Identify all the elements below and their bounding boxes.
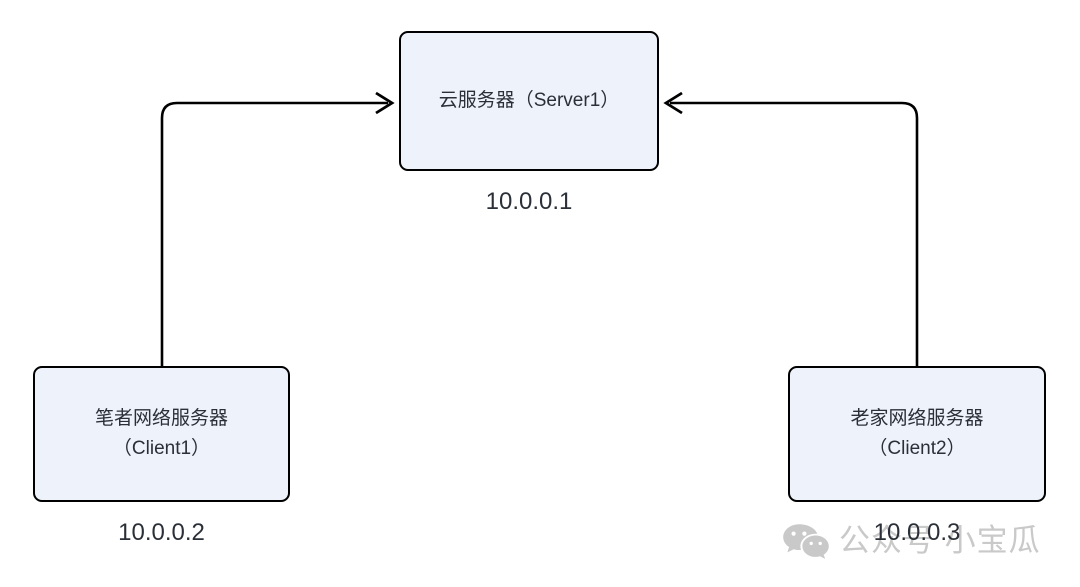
node-cloud-server[interactable]: 云服务器（Server1） <box>399 31 659 171</box>
edge-client2-to-server <box>670 101 919 366</box>
node-client1[interactable]: 笔者网络服务器 （Client1） <box>33 366 290 502</box>
ip-label-client2: 10.0.0.3 <box>873 519 961 546</box>
ip-label-client1: 10.0.0.2 <box>118 519 205 546</box>
edge-client1-to-server <box>160 101 388 366</box>
arrowhead-into-server-left <box>375 91 395 115</box>
ip-label-server: 10.0.0.1 <box>485 188 573 215</box>
node-client2[interactable]: 老家网络服务器 （Client2） <box>788 366 1046 502</box>
arrowhead-into-server-right <box>663 91 683 115</box>
